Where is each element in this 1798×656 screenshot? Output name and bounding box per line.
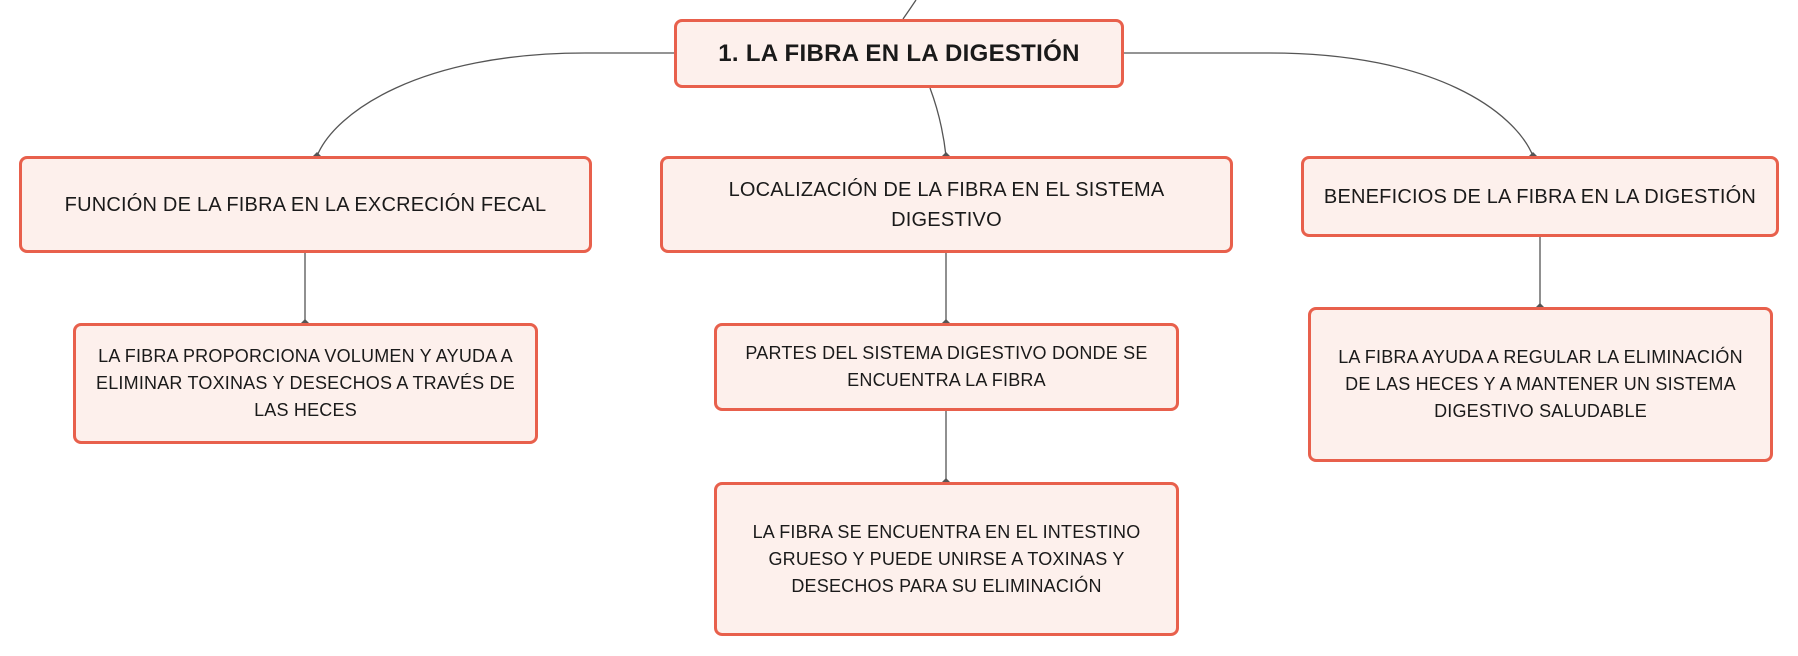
leaf-node-volumen[interactable]: LA FIBRA PROPORCIONA VOLUMEN Y AYUDA A E… [73,323,538,444]
sub-node-partes[interactable]: PARTES DEL SISTEMA DIGESTIVO DONDE SE EN… [714,323,1179,411]
branch-node-excrecion[interactable]: FUNCIÓN DE LA FIBRA EN LA EXCRECIÓN FECA… [19,156,592,253]
leaf-node-beneficio-regular[interactable]: LA FIBRA AYUDA A REGULAR LA ELIMINACIÓN … [1308,307,1773,462]
leaf-node-label: LA FIBRA AYUDA A REGULAR LA ELIMINACIÓN … [1338,347,1743,421]
root-node[interactable]: 1. LA FIBRA EN LA DIGESTIÓN [674,19,1124,88]
arrowhead [942,478,950,482]
branch-node-label: LOCALIZACIÓN DE LA FIBRA EN EL SISTEMA D… [728,178,1165,231]
leaf-node-intestino[interactable]: LA FIBRA SE ENCUENTRA EN EL INTESTINO GR… [714,482,1179,636]
branch-node-label: FUNCIÓN DE LA FIBRA EN LA EXCRECIÓN FECA… [64,193,547,216]
branch-node-beneficios[interactable]: BENEFICIOS DE LA FIBRA EN LA DIGESTIÓN [1301,156,1779,237]
leaf-node-label: LA FIBRA SE ENCUENTRA EN EL INTESTINO GR… [752,521,1141,596]
arrowhead [1529,152,1537,156]
connector-root-branch-2 [929,87,947,157]
arrowhead [942,152,950,156]
connector-root-branch-1 [316,52,674,157]
root-node-label: 1. LA FIBRA EN LA DIGESTIÓN [718,39,1080,67]
branch-node-label: BENEFICIOS DE LA FIBRA EN LA DIGESTIÓN [1323,185,1757,208]
branch-node-localizacion[interactable]: LOCALIZACIÓN DE LA FIBRA EN EL SISTEMA D… [660,156,1233,253]
connector-parent-root [902,0,917,20]
arrowhead [313,152,321,156]
sub-node-label: PARTES DEL SISTEMA DIGESTIVO DONDE SE EN… [745,343,1148,390]
arrowhead [942,319,950,323]
leaf-node-label: LA FIBRA PROPORCIONA VOLUMEN Y AYUDA A E… [96,346,515,420]
connector-root-branch-3 [1124,52,1534,157]
arrowhead [301,319,309,323]
arrowhead [1536,303,1544,307]
